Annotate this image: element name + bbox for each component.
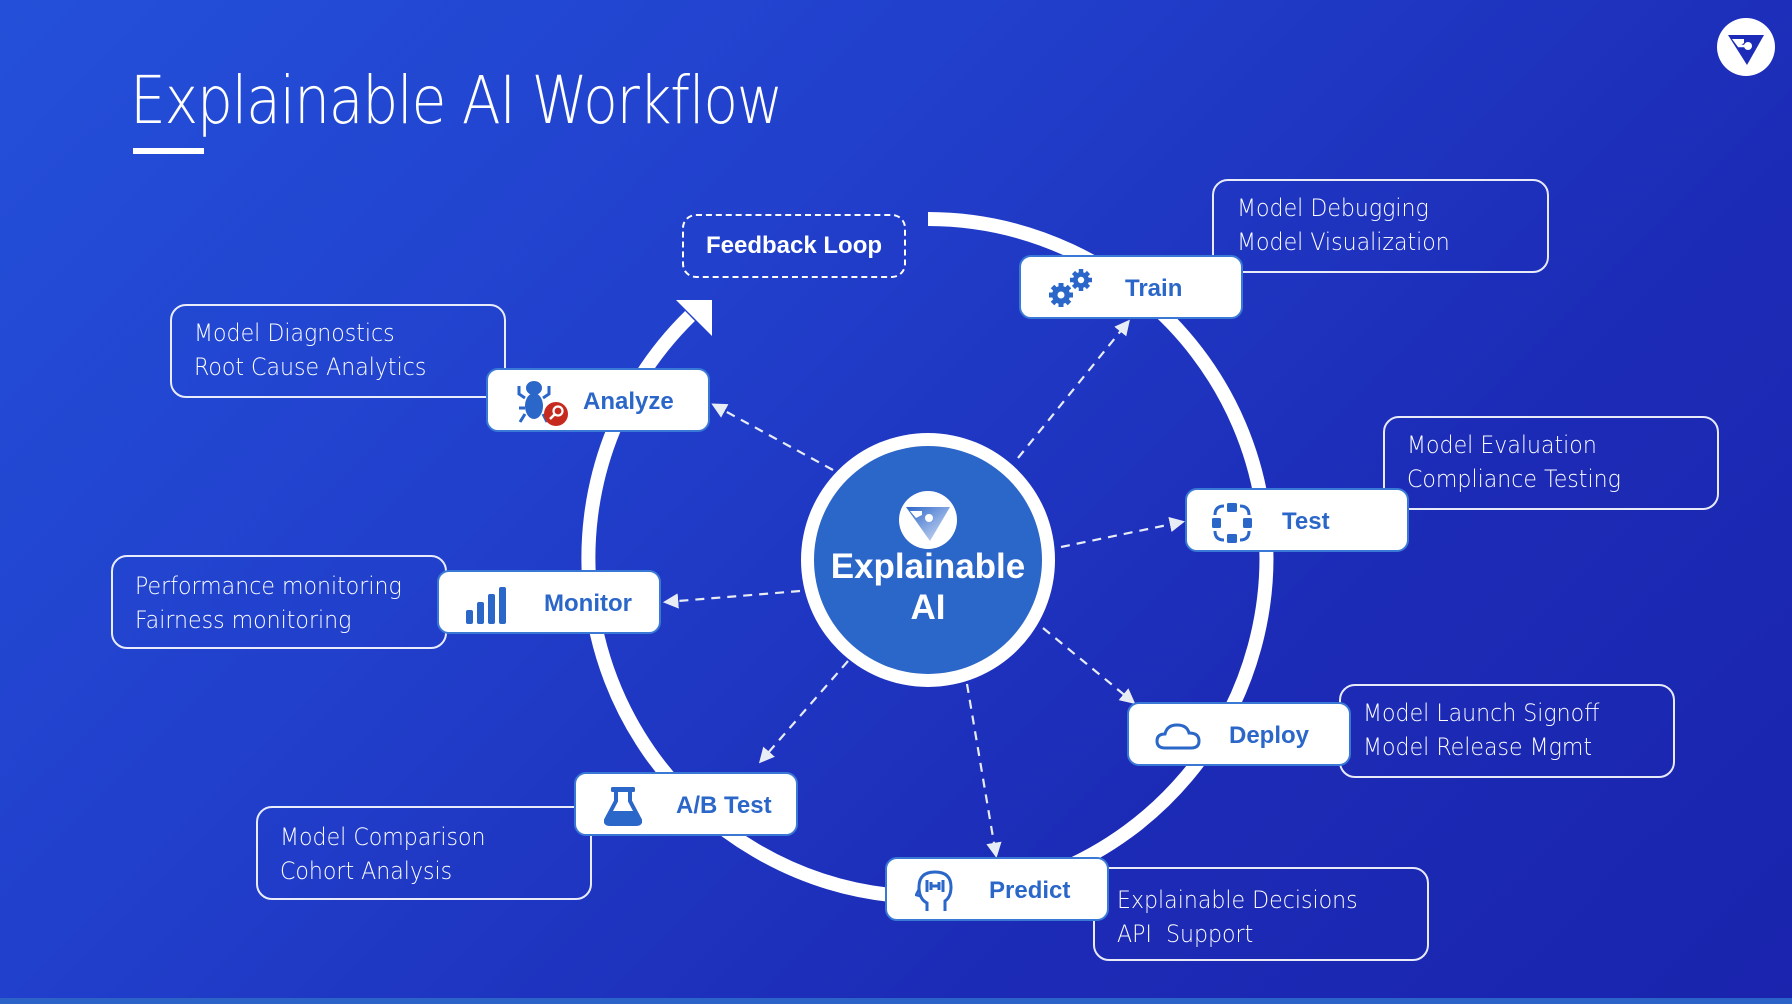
gears-icon	[1045, 267, 1097, 311]
connector-predict	[965, 683, 1002, 859]
detail-line: Model Visualization	[1237, 228, 1450, 256]
title-underline	[133, 148, 204, 154]
bug-search-icon	[516, 380, 572, 426]
detail-line: Cohort Analysis	[280, 857, 453, 885]
connector-abtest	[758, 660, 849, 764]
detail-line: Compliance Testing	[1407, 465, 1621, 493]
abtest-details: Model Comparison Cohort Analysis	[256, 806, 592, 900]
detail-line: Model Release Mgmt	[1363, 733, 1593, 761]
detail-line: API Support	[1117, 920, 1254, 948]
stage-train[interactable]: Train	[1019, 255, 1243, 319]
bar-chart-icon	[465, 584, 507, 626]
stage-deploy[interactable]: Deploy	[1127, 702, 1351, 766]
bottom-strip	[0, 998, 1792, 1004]
analyze-details: Model Diagnostics Root Cause Analytics	[170, 304, 506, 398]
flask-icon	[604, 786, 642, 826]
hub-label: Explainable AI	[818, 546, 1038, 628]
brain-head-icon	[915, 867, 955, 915]
hub-label-line2: AI	[910, 588, 946, 627]
detail-line: Performance monitoring	[135, 572, 402, 600]
stage-label: Deploy	[1229, 722, 1310, 749]
stage-label: Train	[1125, 275, 1183, 302]
cloud-icon	[1155, 720, 1201, 752]
connector-analyze	[711, 403, 834, 471]
train-details: Model Debugging Model Visualization	[1212, 179, 1549, 273]
stage-predict[interactable]: Predict	[885, 857, 1109, 921]
stage-label: A/B Test	[676, 792, 772, 819]
ring-arrowhead	[676, 300, 712, 336]
feedback-loop-label: Feedback Loop	[705, 232, 883, 259]
detail-line: Fairness monitoring	[135, 606, 352, 634]
stage-test[interactable]: Test	[1185, 488, 1409, 552]
feedback-loop-box: Feedback Loop	[682, 214, 906, 278]
slide-title: Explainable AI Workflow	[130, 62, 783, 139]
hub-label-line1: Explainable	[830, 547, 1026, 586]
stage-abtest[interactable]: A/B Test	[574, 772, 798, 836]
hub-core	[814, 446, 1042, 674]
detail-line: Model Diagnostics	[194, 319, 395, 347]
hub-logo-icon	[899, 491, 957, 549]
monitor-details: Performance monitoring Fairness monitori…	[111, 555, 447, 649]
connector-test	[1060, 516, 1186, 549]
fiddler-triangle-logo-icon	[1717, 18, 1775, 76]
stage-label: Predict	[989, 877, 1071, 904]
test-details: Model Evaluation Compliance Testing	[1383, 416, 1719, 510]
connector-monitor	[662, 589, 801, 609]
connector-deploy	[1042, 627, 1136, 704]
stage-analyze[interactable]: Analyze	[486, 368, 710, 432]
detail-line: Model Launch Signoff	[1363, 699, 1600, 727]
stage-monitor[interactable]: Monitor	[437, 570, 661, 634]
stage-label: Monitor	[544, 590, 632, 617]
deploy-details: Model Launch Signoff Model Release Mgmt	[1339, 684, 1675, 778]
detail-line: Model Comparison	[280, 823, 486, 851]
stage-label: Analyze	[583, 388, 674, 415]
detail-line: Explainable Decisions	[1117, 886, 1358, 914]
predict-details: Explainable Decisions API Support	[1093, 867, 1429, 961]
focus-frame-icon	[1211, 502, 1253, 544]
stage-label: Test	[1282, 508, 1330, 535]
detail-line: Root Cause Analytics	[194, 353, 427, 381]
detail-line: Model Evaluation	[1407, 431, 1597, 459]
detail-line: Model Debugging	[1237, 194, 1429, 222]
connector-train	[1017, 319, 1130, 459]
